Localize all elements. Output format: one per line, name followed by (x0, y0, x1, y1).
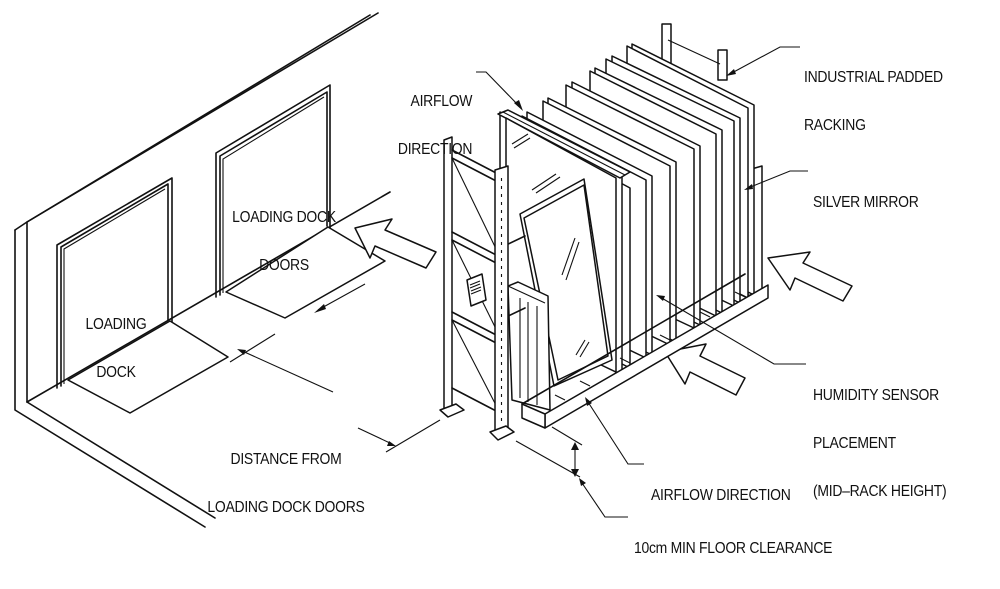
leader-lines (237, 46, 808, 518)
label-humidity-sensor: HUMIDITY SENSOR PLACEMENT (MID–RACK HEIG… (813, 356, 947, 532)
label-line: RACKING (804, 117, 866, 134)
label-line: INDUSTRIAL PADDED (804, 69, 943, 86)
leaning-mirror (519, 178, 613, 387)
label-line: DISTANCE FROM (230, 451, 342, 468)
label-airflow-direction-bottom: AIRFLOW DIRECTION (651, 456, 791, 536)
label-loading-dock: LOADING DOCK (80, 285, 152, 413)
label-distance-from-doors: DISTANCE FROM LOADING DOCK DOORS (205, 420, 367, 548)
label-floor-clearance: 10cm MIN FLOOR CLEARANCE (634, 509, 832, 589)
label-line: DOORS (259, 257, 309, 274)
label-line: AIRFLOW DIRECTION (651, 487, 791, 504)
label-industrial-padded-racking: INDUSTRIAL PADDED RACKING (804, 38, 943, 166)
label-line: AIRFLOW (410, 93, 473, 110)
label-line: PLACEMENT (813, 435, 896, 452)
airflow-arrow-right (767, 251, 853, 302)
loading-dock-doors (215, 84, 386, 363)
label-line: SILVER MIRROR (813, 194, 919, 211)
label-line: LOADING DOCK DOORS (207, 499, 365, 516)
label-loading-dock-doors: LOADING DOCK DOORS (232, 178, 336, 306)
airflow-arrow-bottom (664, 343, 746, 396)
label-line: 10cm MIN FLOOR CLEARANCE (634, 540, 833, 557)
label-line: LOADING (85, 316, 147, 333)
label-line: HUMIDITY SENSOR (813, 387, 939, 404)
label-line: DOCK (96, 364, 136, 381)
label-line: (MID–RACK HEIGHT) (813, 483, 947, 500)
loading-dock-door (56, 177, 229, 414)
airflow-arrow-left (354, 218, 437, 269)
label-line: DIRECTION (397, 141, 473, 158)
humidity-sensor (466, 273, 487, 307)
padded-board (507, 281, 551, 411)
diagram-drawing (14, 12, 853, 528)
label-silver-mirror: SILVER MIRROR (813, 163, 919, 243)
pallet-base (521, 273, 769, 429)
warehouse-wall (14, 12, 391, 528)
diagram-canvas: LOADING DOCK LOADING DOCK DOORS AIRFLOW … (14, 12, 947, 557)
label-airflow-direction-top: AIRFLOW DIRECTION (393, 62, 473, 190)
pallet-rack-upright (439, 136, 526, 441)
label-line: LOADING DOCK (232, 209, 336, 226)
